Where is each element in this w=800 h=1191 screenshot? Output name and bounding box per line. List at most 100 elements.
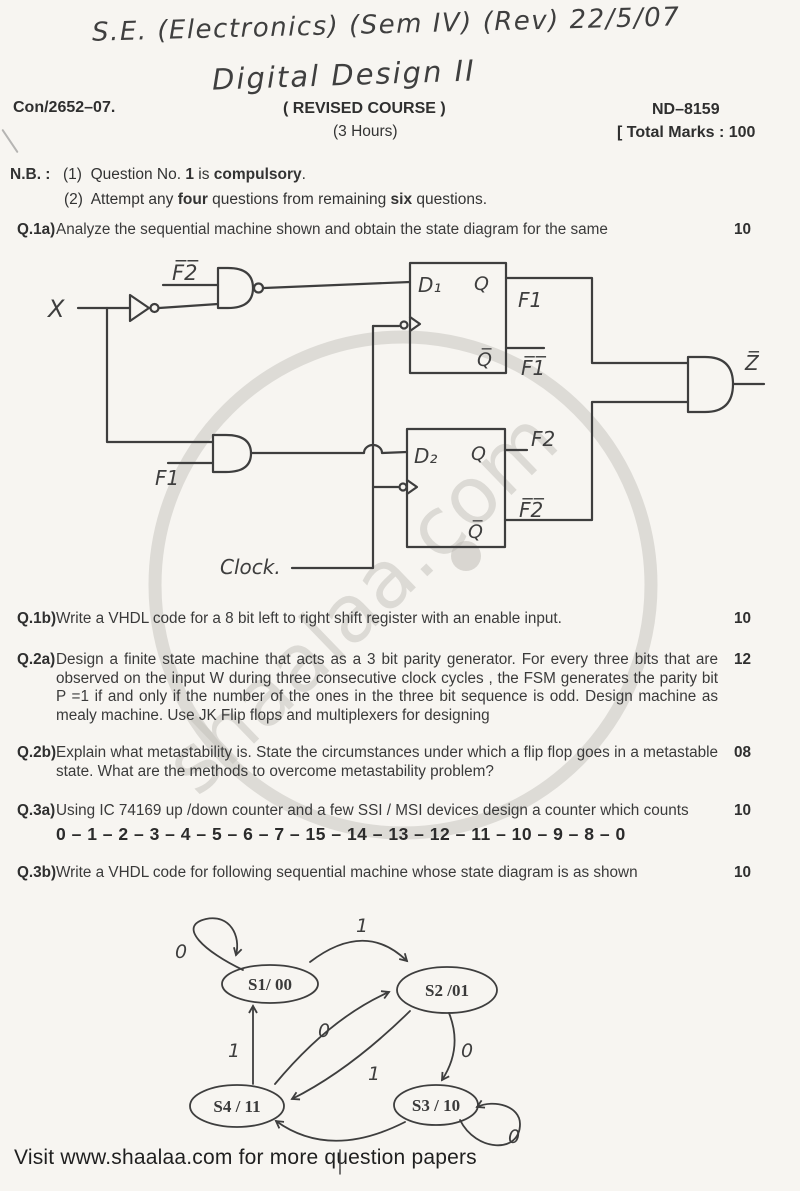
nb-note-1-bold1: 1	[185, 166, 194, 183]
nb-note-2-number: (2)	[64, 191, 83, 208]
transition-s1-to-s2	[309, 939, 409, 963]
f1-output-wire	[504, 276, 690, 365]
question-q3a-marks: 10	[734, 802, 752, 819]
ff1-clock-bubble	[399, 320, 409, 330]
clock-label: Clock.	[220, 555, 281, 579]
nb-note-1-number: (1)	[63, 166, 82, 183]
x-branch-wire	[105, 306, 215, 444]
logic-circuit-diagram: X F̅2̅ D₁ Q Q̅ F1 F̅1̅ F1 D₂ Q Q̅ F2 F̅2…	[46, 259, 766, 579]
transition-s2-to-s4	[290, 1010, 411, 1101]
question-q2a-marks: 12	[734, 651, 752, 668]
question-q1b-marks: 10	[734, 610, 752, 627]
transition-s1-self	[192, 917, 244, 971]
f2-wire-label: F2	[531, 427, 555, 451]
nb-note-1-bold2: compulsory	[213, 166, 302, 183]
f2bar-nand-input-label: F̅2̅	[172, 259, 199, 285]
footer-text: Visit www.shaalaa.com for more question …	[14, 1146, 477, 1169]
clock-vertical-wire	[290, 324, 375, 570]
state-s2-label: S2 /01	[425, 981, 469, 1000]
question-q2a-id: Q.2a)	[17, 651, 56, 668]
duration: (3 Hours)	[333, 123, 398, 140]
question-q3b-marks: 10	[734, 864, 752, 881]
question-q1a-marks: 10	[734, 221, 752, 238]
ff2-q-label: Q	[471, 443, 486, 465]
output-and-gate	[686, 355, 735, 414]
nand-gate-bubble	[252, 282, 265, 294]
not-gate	[128, 293, 151, 323]
f1-and-input-label: F1	[155, 466, 179, 490]
question-q3a-count-sequence: 0 – 1 – 2 – 3 – 4 – 5 – 6 – 7 – 15 – 14 …	[56, 823, 626, 844]
nb-note-1-text2: is	[193, 166, 214, 183]
ff1-d-label: D₁	[418, 273, 441, 297]
watermark-ring	[148, 330, 658, 840]
state-s2	[396, 966, 498, 1014]
and-gate	[211, 433, 253, 474]
f1-wire-label: F1	[518, 288, 542, 312]
z-output-label: Z̅	[744, 350, 760, 375]
ff2-d-label: D₂	[414, 444, 437, 468]
state-s4-label: S4 / 11	[213, 1097, 260, 1116]
nb-note-2-text: Attempt any	[90, 191, 178, 208]
label-s4-to-s1: 1	[228, 1040, 240, 1062]
transition-s2-to-s3	[441, 1012, 456, 1082]
state-s1-label: S1/ 00	[248, 975, 292, 994]
ff2-clock-triangle	[405, 478, 419, 496]
f2bar-wire-label: F̅2̅	[519, 497, 545, 522]
label-s3-self: 0	[508, 1126, 520, 1148]
label-s4-to-s2: 0	[318, 1020, 330, 1042]
state-diagram: S1/ 00 S2 /01 S3 / 10 S4 / 11 0 1 0 1 0 …	[175, 915, 521, 1175]
ff1-qbar-label: Q̅	[477, 347, 492, 371]
nb-note-2-bold1: four	[177, 191, 208, 208]
course-type: ( REVISED COURSE )	[283, 100, 446, 117]
not-to-nand-wire	[157, 302, 220, 310]
ff2-clock-bubble	[398, 482, 408, 492]
question-q2a: Q.2a) Design a finite state machine that…	[0, 651, 800, 725]
nb-note-2-text2: questions from remaining	[207, 191, 391, 208]
x-input-label: X	[46, 295, 65, 323]
ff1-clock-triangle	[408, 315, 422, 333]
question-q3a-id: Q.3a)	[17, 802, 56, 819]
question-q2b-marks: 08	[734, 744, 752, 761]
total-marks: [ Total Marks : 100	[617, 124, 756, 141]
question-q2b-text: Explain what metastability is. State the…	[56, 744, 718, 780]
ff2-qbar-label: Q̅	[468, 519, 483, 543]
label-s1-self: 0	[175, 941, 187, 963]
nand-to-d1-wire	[262, 280, 412, 290]
question-q1b-text: Write a VHDL code for a 8 bit left to ri…	[56, 610, 562, 627]
nb-note-2-bold2: six	[390, 191, 413, 208]
question-q2b: Q.2b) Explain what metastability is. Sta…	[0, 744, 800, 781]
question-q2b-id: Q.2b)	[17, 744, 57, 761]
transition-s4-to-s2	[274, 990, 391, 1085]
f2bar-output-wire	[503, 400, 690, 522]
question-q3b: Q.3b) Write a VHDL code for following se…	[0, 864, 800, 883]
label-s1-to-s2: 1	[356, 915, 368, 937]
question-q1a-text: Analyze the sequential machine shown and…	[56, 221, 608, 238]
ff1-q-label: Q	[474, 273, 489, 295]
nb-note-2-text3: questions.	[412, 191, 488, 208]
d-flipflop-2	[405, 427, 507, 549]
question-q3a-body: Using IC 74169 up /down counter and a fe…	[56, 802, 689, 819]
paper-code: ND–8159	[652, 101, 720, 118]
nb-label: N.B. :	[10, 166, 51, 183]
nb-note-1-period: .	[301, 166, 306, 183]
question-q3b-id: Q.3b)	[17, 864, 57, 881]
label-s2-to-s3: 0	[461, 1040, 473, 1062]
state-s3-label: S3 / 10	[412, 1096, 460, 1115]
nb-note-1: (1) Question No. 1 is compulsory.	[63, 166, 306, 184]
transition-s3-self	[459, 1099, 521, 1147]
label-s2-to-s4: 1	[368, 1063, 380, 1085]
watermark-dot	[451, 541, 481, 571]
question-q2a-text: Design a finite state machine that acts …	[56, 651, 718, 724]
state-s1	[221, 964, 319, 1004]
question-q3b-text: Write a VHDL code for following sequenti…	[56, 864, 638, 881]
nb-note-1-text: Question No.	[90, 166, 186, 183]
question-q3a-text: Using IC 74169 up /down counter and a fe…	[56, 802, 718, 843]
question-q1b: Q.1b) Write a VHDL code for a 8 bit left…	[0, 610, 800, 629]
and-to-d2-wire-with-hop	[249, 443, 409, 455]
not-gate-bubble	[149, 302, 160, 314]
state-s4	[189, 1084, 285, 1128]
question-q3a: Q.3a) Using IC 74169 up /down counter an…	[0, 802, 800, 843]
nand-gate	[216, 266, 255, 310]
question-q1b-id: Q.1b)	[17, 610, 57, 627]
